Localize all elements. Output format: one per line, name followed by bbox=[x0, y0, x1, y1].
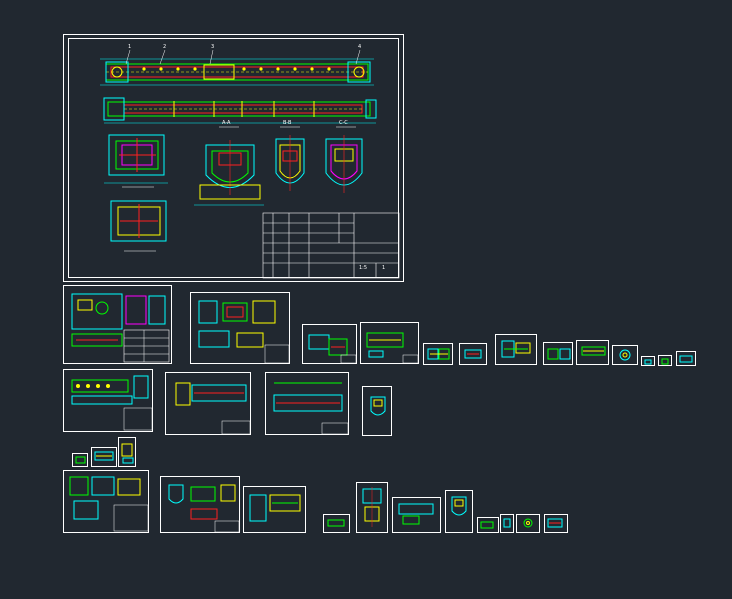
drawing-sheet[interactable] bbox=[118, 437, 136, 467]
drawing-sheet[interactable] bbox=[459, 343, 487, 365]
drawing-sheet-icon bbox=[273, 382, 349, 435]
drawing-sheet-icon bbox=[370, 396, 386, 416]
drawing-sheet[interactable] bbox=[477, 517, 499, 533]
drawing-sheet-icon bbox=[327, 519, 345, 527]
drawing-sheet-icon bbox=[308, 334, 357, 364]
balloon-3: 3 bbox=[211, 44, 215, 50]
drawing-sheet[interactable] bbox=[356, 482, 388, 533]
drawing-sheet[interactable] bbox=[63, 369, 153, 432]
drawing-sheet-icon bbox=[198, 300, 290, 364]
drawing-sheet-icon bbox=[398, 503, 434, 525]
drawing-sheet[interactable] bbox=[576, 340, 609, 365]
conveyor-elevation-bottom bbox=[103, 97, 377, 124]
drawing-sheet[interactable] bbox=[543, 342, 573, 365]
section-view-a bbox=[194, 140, 264, 206]
drawing-sheet[interactable] bbox=[302, 324, 357, 364]
drawing-sheet[interactable] bbox=[160, 476, 240, 533]
drawing-sheet[interactable] bbox=[362, 386, 392, 436]
drawing-sheet[interactable] bbox=[165, 372, 251, 435]
drawing-sheet-icon bbox=[75, 456, 86, 464]
plan-view-upper bbox=[104, 134, 168, 188]
main-sheet-drawing bbox=[100, 49, 400, 279]
drawing-sheet[interactable] bbox=[495, 334, 537, 365]
drawing-sheet[interactable] bbox=[323, 514, 350, 533]
drawing-sheet[interactable] bbox=[265, 372, 349, 435]
plan-view-lower bbox=[110, 200, 167, 252]
drawing-sheet-icon bbox=[168, 484, 240, 533]
drawing-sheet[interactable] bbox=[190, 292, 290, 364]
drawing-sheet[interactable] bbox=[360, 322, 419, 364]
drawing-sheet[interactable] bbox=[445, 490, 473, 533]
drawing-sheet-icon bbox=[249, 494, 301, 522]
drawing-sheet-icon bbox=[451, 496, 467, 516]
conveyor-elevation-top bbox=[100, 49, 374, 86]
drawing-sheet-icon bbox=[661, 358, 669, 365]
drawing-sheet-icon bbox=[679, 355, 693, 363]
drawing-sheet[interactable] bbox=[91, 447, 117, 467]
drawing-sheet-icon bbox=[362, 487, 382, 527]
drawing-sheet-icon bbox=[121, 443, 134, 464]
drawing-sheet-icon bbox=[619, 349, 631, 361]
drawing-sheet-icon bbox=[547, 348, 571, 360]
drawing-sheet[interactable] bbox=[423, 343, 453, 365]
balloon-1: 1 bbox=[128, 44, 132, 50]
section-label-c: C-C bbox=[339, 120, 348, 126]
drawing-sheet-icon bbox=[175, 382, 251, 435]
drawing-sheet-icon bbox=[69, 476, 149, 532]
drawing-sheet-icon bbox=[94, 451, 114, 461]
drawing-sheet[interactable] bbox=[500, 514, 514, 533]
drawing-sheet[interactable] bbox=[243, 486, 306, 533]
title-block-sheet: 1 bbox=[382, 265, 386, 271]
drawing-sheet-icon bbox=[464, 349, 482, 359]
drawing-sheet-icon bbox=[427, 348, 450, 360]
drawing-sheet[interactable] bbox=[641, 356, 655, 366]
section-label-a: A-A bbox=[222, 120, 231, 126]
section-view-c bbox=[325, 135, 363, 193]
drawing-sheet[interactable] bbox=[544, 514, 568, 533]
drawing-sheet[interactable] bbox=[658, 355, 672, 366]
drawing-sheet[interactable] bbox=[612, 345, 638, 365]
drawing-sheet[interactable] bbox=[63, 285, 172, 364]
title-block bbox=[262, 212, 400, 279]
drawing-sheet[interactable] bbox=[516, 514, 540, 533]
drawing-sheet-icon bbox=[501, 340, 531, 358]
drawing-sheet-icon bbox=[547, 518, 563, 528]
balloon-4: 4 bbox=[358, 44, 362, 50]
drawing-sheet-icon bbox=[581, 346, 606, 356]
drawing-sheet[interactable] bbox=[63, 470, 149, 533]
drawing-sheet-icon bbox=[523, 518, 533, 528]
section-label-b: B-B bbox=[283, 120, 292, 126]
drawing-sheet[interactable] bbox=[676, 351, 696, 366]
drawing-sheet-icon bbox=[71, 375, 153, 431]
drawing-sheet-icon bbox=[480, 521, 494, 529]
drawing-sheet-icon bbox=[366, 332, 419, 364]
drawing-sheet-icon bbox=[644, 359, 652, 365]
title-block-scale: 1:5 bbox=[359, 265, 368, 271]
drawing-sheet-icon bbox=[503, 518, 511, 528]
drawing-sheet[interactable] bbox=[392, 497, 441, 533]
drawing-sheet-icon bbox=[71, 293, 170, 363]
section-view-b bbox=[275, 135, 305, 191]
balloon-2: 2 bbox=[163, 44, 167, 50]
drawing-sheet[interactable] bbox=[72, 453, 88, 467]
main-drawing-sheet[interactable]: 1 2 3 4 A-A B-B C-C 1:5 1 bbox=[63, 34, 404, 282]
main-sheet-inner-border bbox=[68, 38, 399, 278]
